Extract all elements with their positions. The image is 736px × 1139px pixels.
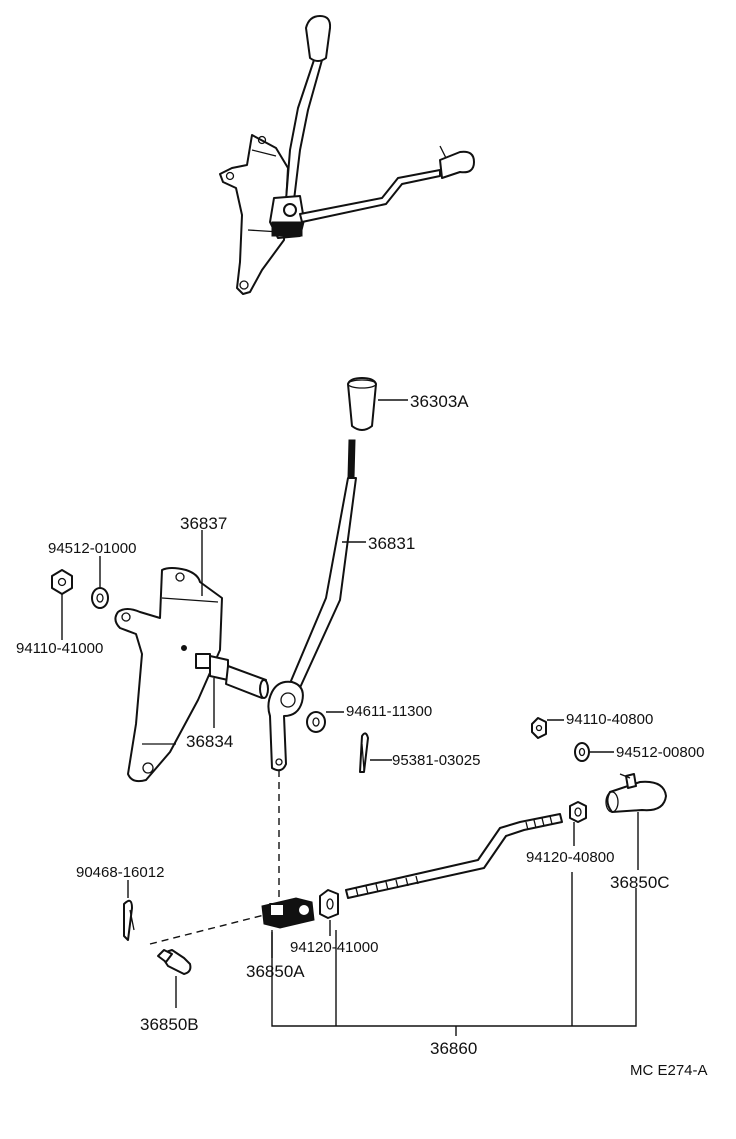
rod-nut-right-part <box>569 801 587 823</box>
washer-top-part <box>91 587 109 609</box>
label-joint-right: 36850C <box>610 873 670 892</box>
pivot-pin-part <box>195 653 269 699</box>
shift-rod-part <box>345 813 563 899</box>
assembled-bracket-hole-top <box>257 135 267 145</box>
rod-nut-left-part <box>319 889 339 919</box>
label-nut-right: 94110-40800 <box>566 711 653 728</box>
washer-right-part <box>574 742 590 762</box>
label-knob: 36303A <box>410 392 469 411</box>
assembled-knob <box>305 15 332 62</box>
clevis-part <box>261 897 315 929</box>
assembled-lever <box>285 59 323 201</box>
assembled-rod <box>299 169 441 223</box>
nut-right-part <box>531 717 547 739</box>
label-lever: 36831 <box>368 534 415 553</box>
assembly-bracket-line <box>271 872 637 1036</box>
assembled-view <box>219 15 475 295</box>
knob-part <box>347 377 377 431</box>
clip-part <box>123 899 135 941</box>
label-cotter-pin: 95381-03025 <box>392 752 480 769</box>
label-rod-nut-left: 94120-41000 <box>290 939 378 956</box>
label-bracket: 36837 <box>180 514 227 533</box>
label-pin: 36834 <box>186 732 233 751</box>
label-rod-nut-right: 94120-40800 <box>526 849 614 866</box>
label-lever-washer: 94611-11300 <box>346 703 432 720</box>
lever-washer-part <box>306 711 326 733</box>
shift-lever-part <box>267 439 357 772</box>
cotter-pin-part <box>359 732 369 773</box>
ball-joint-part <box>605 773 667 813</box>
assembled-clevis <box>271 221 303 237</box>
label-washer-right: 94512-00800 <box>616 744 704 761</box>
nut-top-part <box>51 569 73 595</box>
assembled-bracket-hole-bottom <box>239 280 249 290</box>
label-clip: 90468-16012 <box>76 864 164 881</box>
assembled-joint <box>439 150 475 179</box>
label-nut-top: 94110-41000 <box>16 640 103 657</box>
assembled-bracket-hole-left <box>225 171 235 181</box>
label-clevis: 36850A <box>246 962 305 981</box>
alignment-line-pin <box>149 913 269 945</box>
clevis-pin-part <box>157 949 192 975</box>
label-rod-assembly: 36860 <box>430 1039 477 1058</box>
figure-code: MC E274-A <box>630 1062 708 1079</box>
label-clevis-pin: 36850B <box>140 1015 199 1034</box>
label-washer-top: 94512-01000 <box>48 540 136 557</box>
bracket-part <box>114 567 223 783</box>
